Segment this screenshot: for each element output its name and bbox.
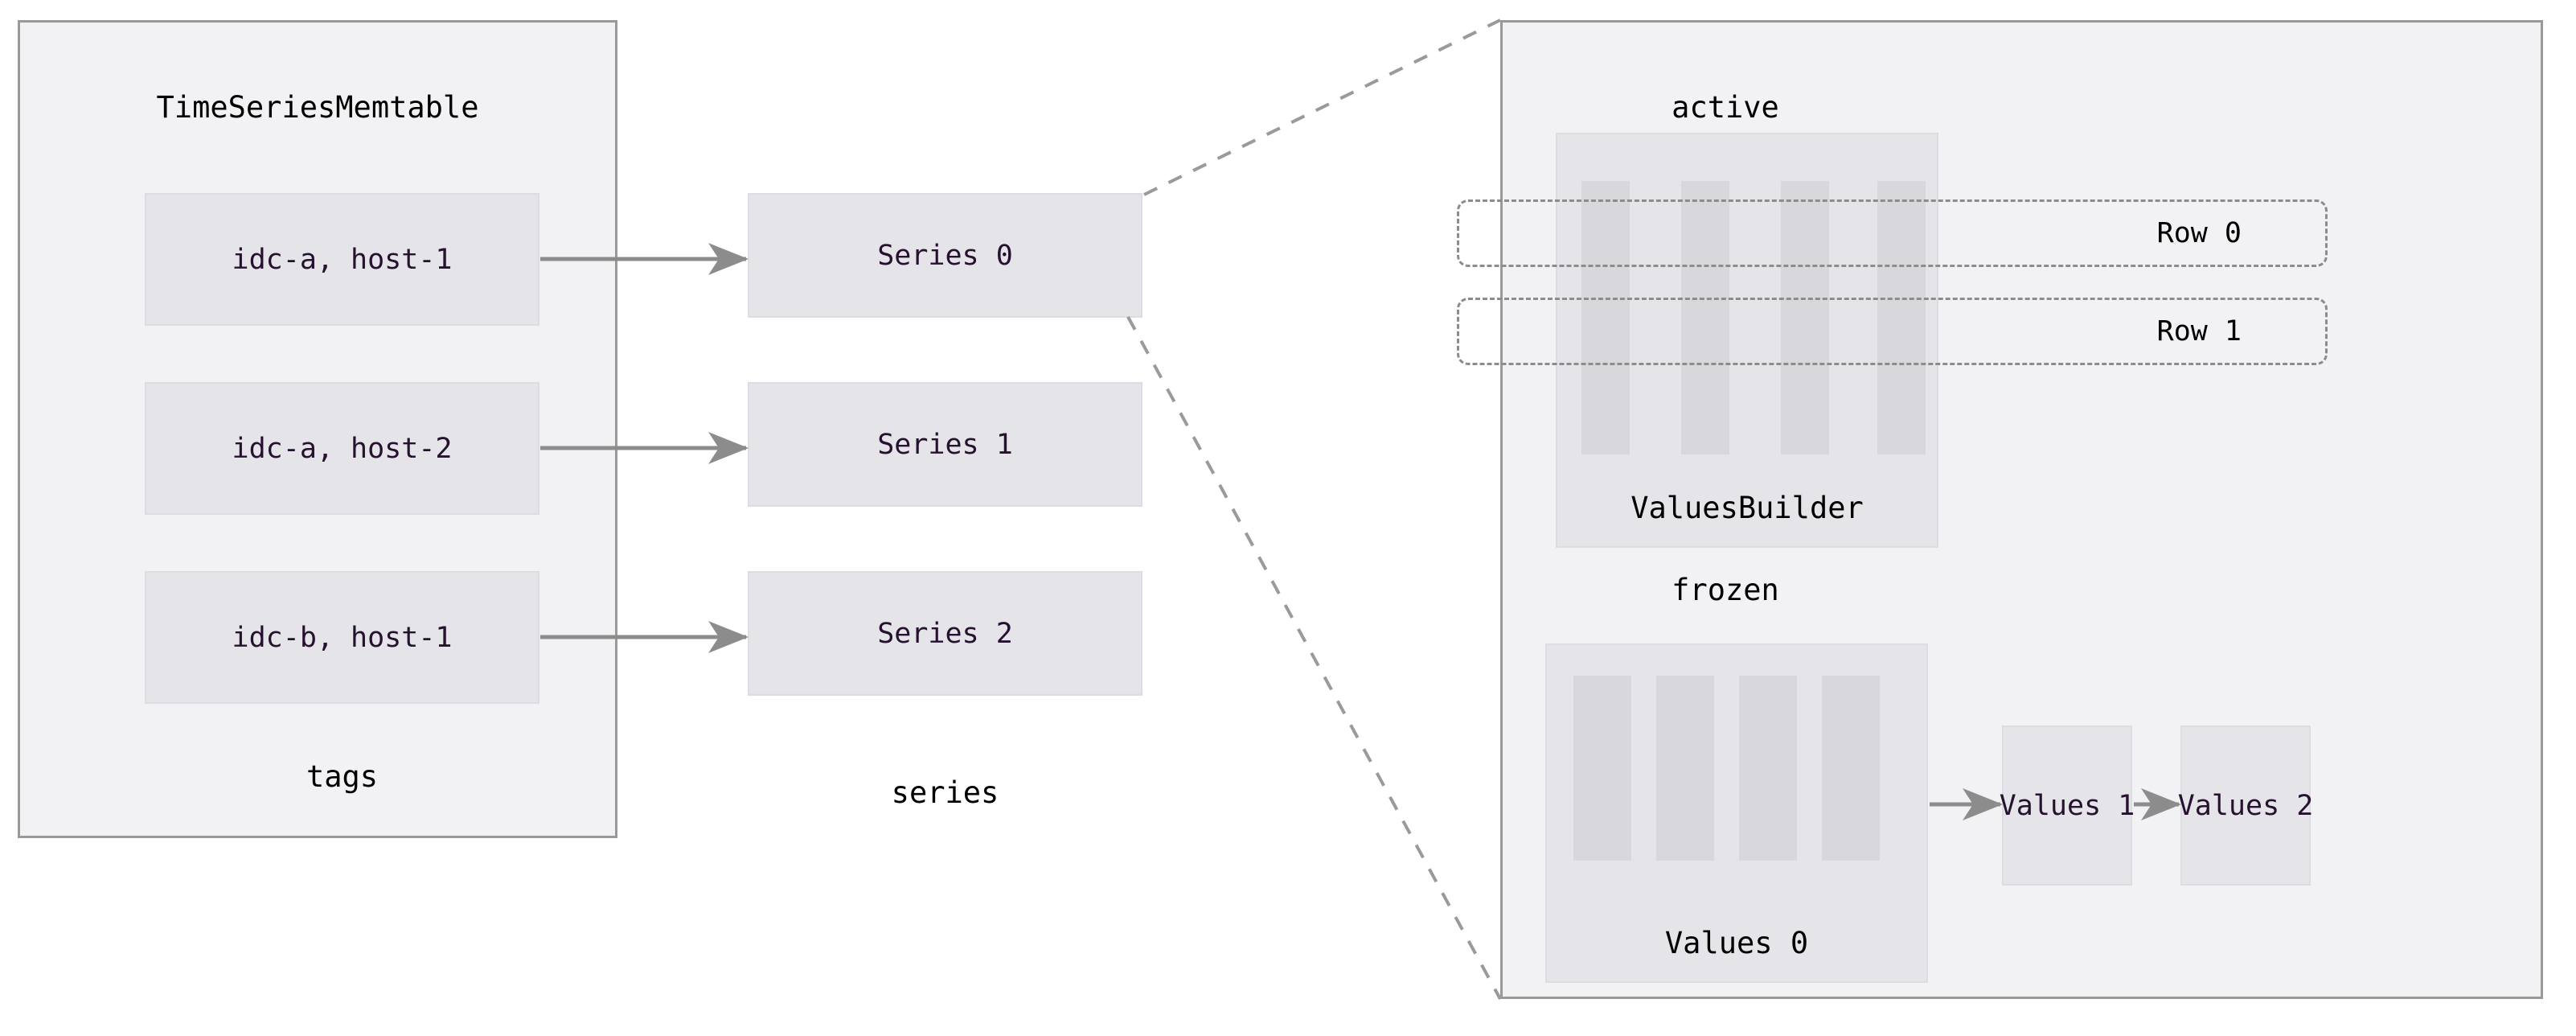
values-builder-column-2 <box>1781 181 1829 454</box>
values-2-node[interactable]: Values 2 <box>2178 726 2313 886</box>
values-1-node[interactable]: Values 1 <box>2000 726 2135 886</box>
memtable-cluster-title: TimeSeriesMemtable <box>156 90 479 125</box>
values-builder-label: ValuesBuilder <box>1631 491 1864 525</box>
values-0-label: Values 0 <box>1664 926 1809 960</box>
series-node-0[interactable]: Series 0 <box>748 193 1142 318</box>
values-builder-column-1 <box>1681 181 1729 454</box>
zoom-connector-bottom <box>1126 316 1502 1000</box>
values-builder-column-0 <box>1581 181 1630 454</box>
frozen-section-title: frozen <box>1672 573 1779 607</box>
series-column-caption: series <box>891 775 999 810</box>
values-0-column-0 <box>1573 676 1631 861</box>
series-node-2[interactable]: Series 2 <box>748 571 1142 696</box>
values-0-column-1 <box>1656 676 1714 861</box>
tag-node-1[interactable]: idc-a, host-2 <box>145 382 539 515</box>
row-band-0[interactable]: Row 0 <box>1457 199 2328 267</box>
tag-node-2[interactable]: idc-b, host-1 <box>145 571 539 704</box>
active-section-title: active <box>1672 90 1779 125</box>
series-node-1[interactable]: Series 1 <box>748 382 1142 507</box>
values-0-node[interactable]: Values 0 <box>1545 643 1928 983</box>
values-0-column-2 <box>1739 676 1797 861</box>
tag-node-0[interactable]: idc-a, host-1 <box>145 193 539 326</box>
values-0-column-3 <box>1822 676 1880 861</box>
row-band-1[interactable]: Row 1 <box>1457 298 2328 365</box>
values-builder-column-3 <box>1877 181 1926 454</box>
tags-column-caption: tags <box>306 759 379 794</box>
values-builder-node[interactable]: ValuesBuilder <box>1556 133 1938 548</box>
zoom-connector-top <box>1143 18 1501 196</box>
